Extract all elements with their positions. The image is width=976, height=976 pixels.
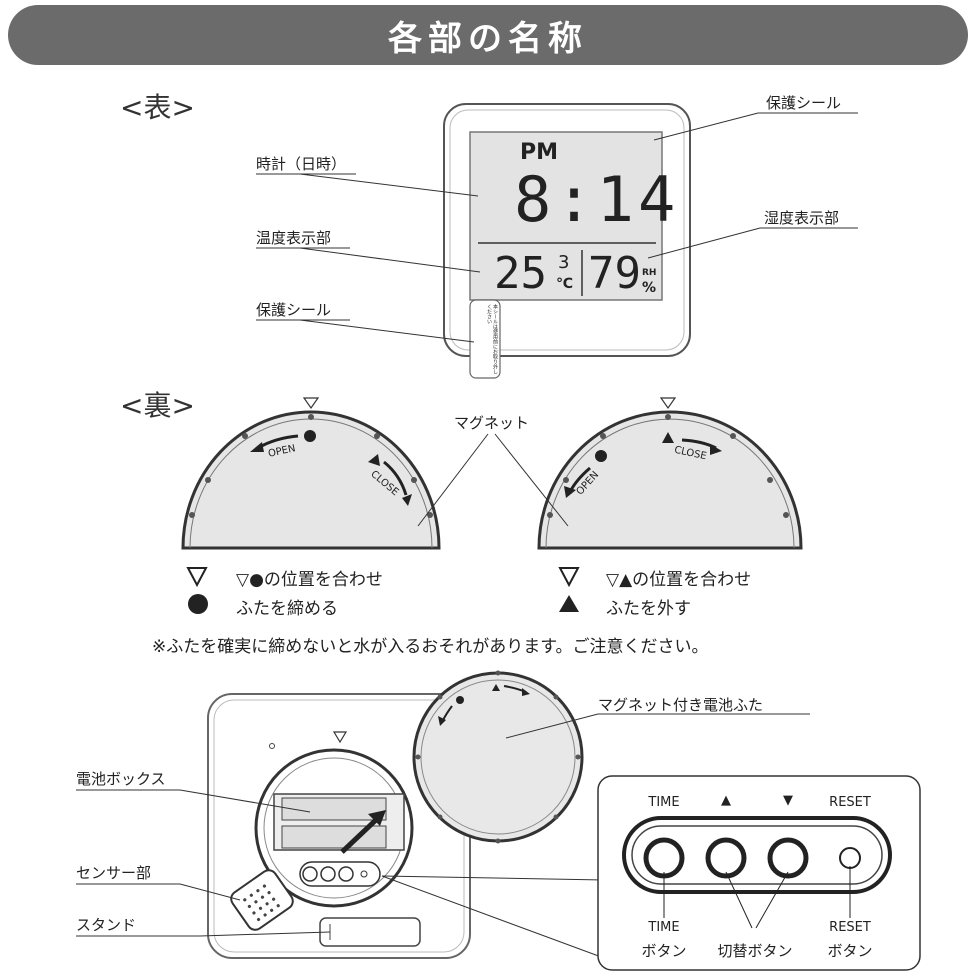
back-lid-left [181,397,441,550]
lcd-screen [469,131,663,301]
label-battery-box: 電池ボックス [76,770,166,788]
battery-lid-shape [412,670,584,844]
label-magnet: マグネット [454,414,530,432]
label-stand: スタンド [76,916,137,934]
lcd-temp-unit: ℃ [556,276,573,292]
lcd-rh: RH [642,268,657,278]
lcd-humidity: 79 [588,248,641,299]
front-heading: <表> [120,91,195,124]
label-protect-seal-bottom: 保護シール [256,301,332,319]
panel-down-label: ▼ [783,793,793,808]
front-device [443,103,691,379]
label-battery-lid: マグネット付き電池ふた [598,696,764,714]
front-leaders [256,112,858,343]
time-button-label-1: TIME [648,920,680,935]
panel-time-label: TIME [648,795,680,810]
bottom-leaders [76,713,810,959]
label-temp: 温度表示部 [256,229,332,247]
reset-button-label-2: ボタン [827,942,873,960]
sensor-shape [230,869,294,931]
page-title: 各部の名称 [388,18,588,59]
right-instruction-2: ふたを外す [606,599,691,619]
back-device [207,693,471,959]
label-sensor: センサー部 [76,864,152,882]
left-instruction-1: ▽●の位置を合わせ [236,570,383,590]
panel-reset-label: RESET [829,795,871,810]
time-button-label-2: ボタン [641,942,687,960]
lcd-temp-int: 25 [494,248,547,299]
label-humidity: 湿度表示部 [764,209,840,227]
reset-button-label-1: RESET [829,920,871,935]
panel-up-label: ▲ [721,793,731,808]
warning-note: ※ふたを確実に締めないと水が入るおそれがあります。ご注意ください。 [152,637,709,657]
back-heading: <裏> [120,389,195,422]
back-lid-right [537,397,803,550]
right-instruction-1: ▽▲の位置を合わせ [606,570,752,590]
lcd-time: 8:14 [514,163,680,236]
label-protect-seal-top: 保護シール [766,94,842,112]
label-clock: 時計（日時） [256,155,347,173]
left-instruction-2: ふたを締める [236,599,338,619]
magnet-leaders [417,433,569,527]
lcd-ampm: PM [520,140,559,165]
title-banner: 各部の名称 [8,5,968,65]
lcd-pct: % [642,280,657,296]
instruction-icons [186,567,580,614]
switch-button-label: 切替ボタン [717,942,793,960]
stand-shape [319,917,421,947]
seal-text: 本シールは使用前にお取り外しください [486,304,498,374]
lcd-temp-dec: 3 [558,252,570,273]
protect-seal-tab [469,299,501,379]
button-panel [597,775,921,971]
